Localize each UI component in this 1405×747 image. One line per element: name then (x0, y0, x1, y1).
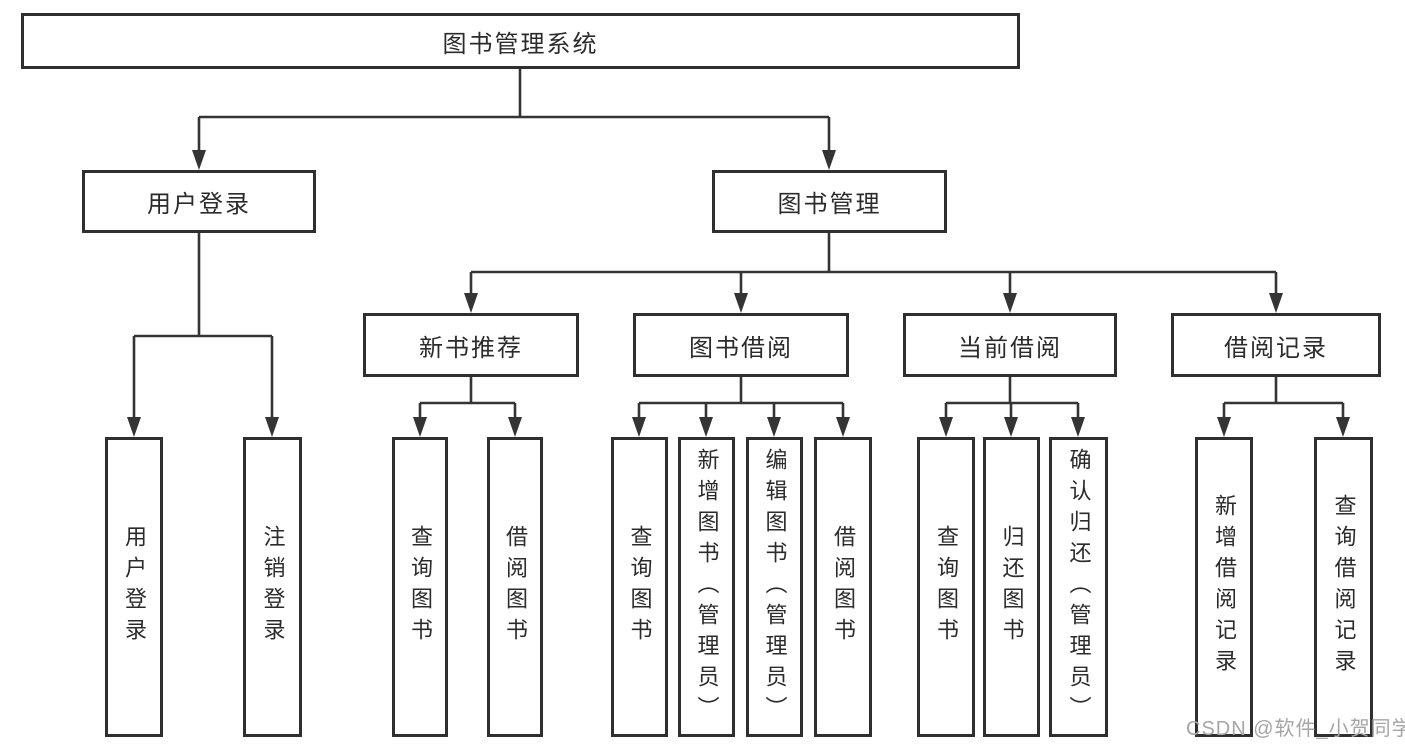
node-label: 查询图书 (934, 525, 959, 649)
node-label: 新增借阅记录 (1212, 494, 1237, 680)
node-label: 注销登录 (260, 525, 286, 649)
node-book-management: 图书管理 (712, 170, 947, 233)
node-current-borrowing: 当前借阅 (903, 313, 1117, 377)
node-label: 查询图书 (408, 525, 433, 649)
node-label: 查询图书 (627, 525, 653, 649)
node-book-borrowing: 图书借阅 (633, 313, 849, 377)
node-borrowing-records: 借阅记录 (1171, 313, 1381, 377)
leaf-confirm-return-admin: 确认归还（管理员） (1049, 437, 1108, 737)
leaf-user-login: 用户登录 (105, 437, 163, 737)
node-label: 查询借阅记录 (1331, 494, 1357, 680)
node-label: 借阅图书 (831, 525, 856, 649)
leaf-query-books-current: 查询图书 (917, 437, 975, 737)
node-label: 图书管理 (777, 191, 882, 218)
node-label: 借阅图书 (503, 525, 528, 649)
leaf-add-borrow-record: 新增借阅记录 (1195, 437, 1253, 737)
leaf-borrow-books-recommend: 借阅图书 (487, 437, 543, 737)
node-label: 归还图书 (999, 525, 1025, 649)
leaf-edit-books-admin: 编辑图书（管理员） (746, 437, 803, 737)
node-label: 图书管理系统 (442, 30, 599, 58)
arrowheads (127, 150, 1350, 437)
leaf-borrow-books: 借阅图书 (814, 437, 872, 737)
leaf-query-books-borrow: 查询图书 (611, 437, 668, 737)
node-label: 确认归还（管理员） (1066, 447, 1092, 727)
node-library-system: 图书管理系统 (21, 13, 1020, 69)
node-label: 用户登录 (147, 191, 251, 218)
leaf-query-borrow-record: 查询借阅记录 (1314, 437, 1373, 737)
node-label: 编辑图书（管理员） (762, 447, 788, 727)
connector-lines (132, 69, 1345, 420)
node-user-login: 用户登录 (82, 170, 316, 233)
leaf-logout: 注销登录 (243, 437, 302, 737)
node-new-book-recommend: 新书推荐 (363, 313, 579, 377)
node-label: 图书借阅 (689, 334, 793, 362)
node-label: 新增图书（管理员） (694, 447, 720, 727)
csdn-watermark: CSDN @软件_小贺同学 (1186, 718, 1405, 740)
leaf-add-books-admin: 新增图书（管理员） (678, 437, 735, 737)
node-label: 用户登录 (122, 525, 147, 649)
node-label: 新书推荐 (419, 334, 523, 362)
node-label: 借阅记录 (1224, 334, 1328, 362)
leaf-query-books-recommend: 查询图书 (392, 437, 448, 737)
node-label: 当前借阅 (958, 334, 1062, 362)
leaf-return-books: 归还图书 (983, 437, 1040, 737)
